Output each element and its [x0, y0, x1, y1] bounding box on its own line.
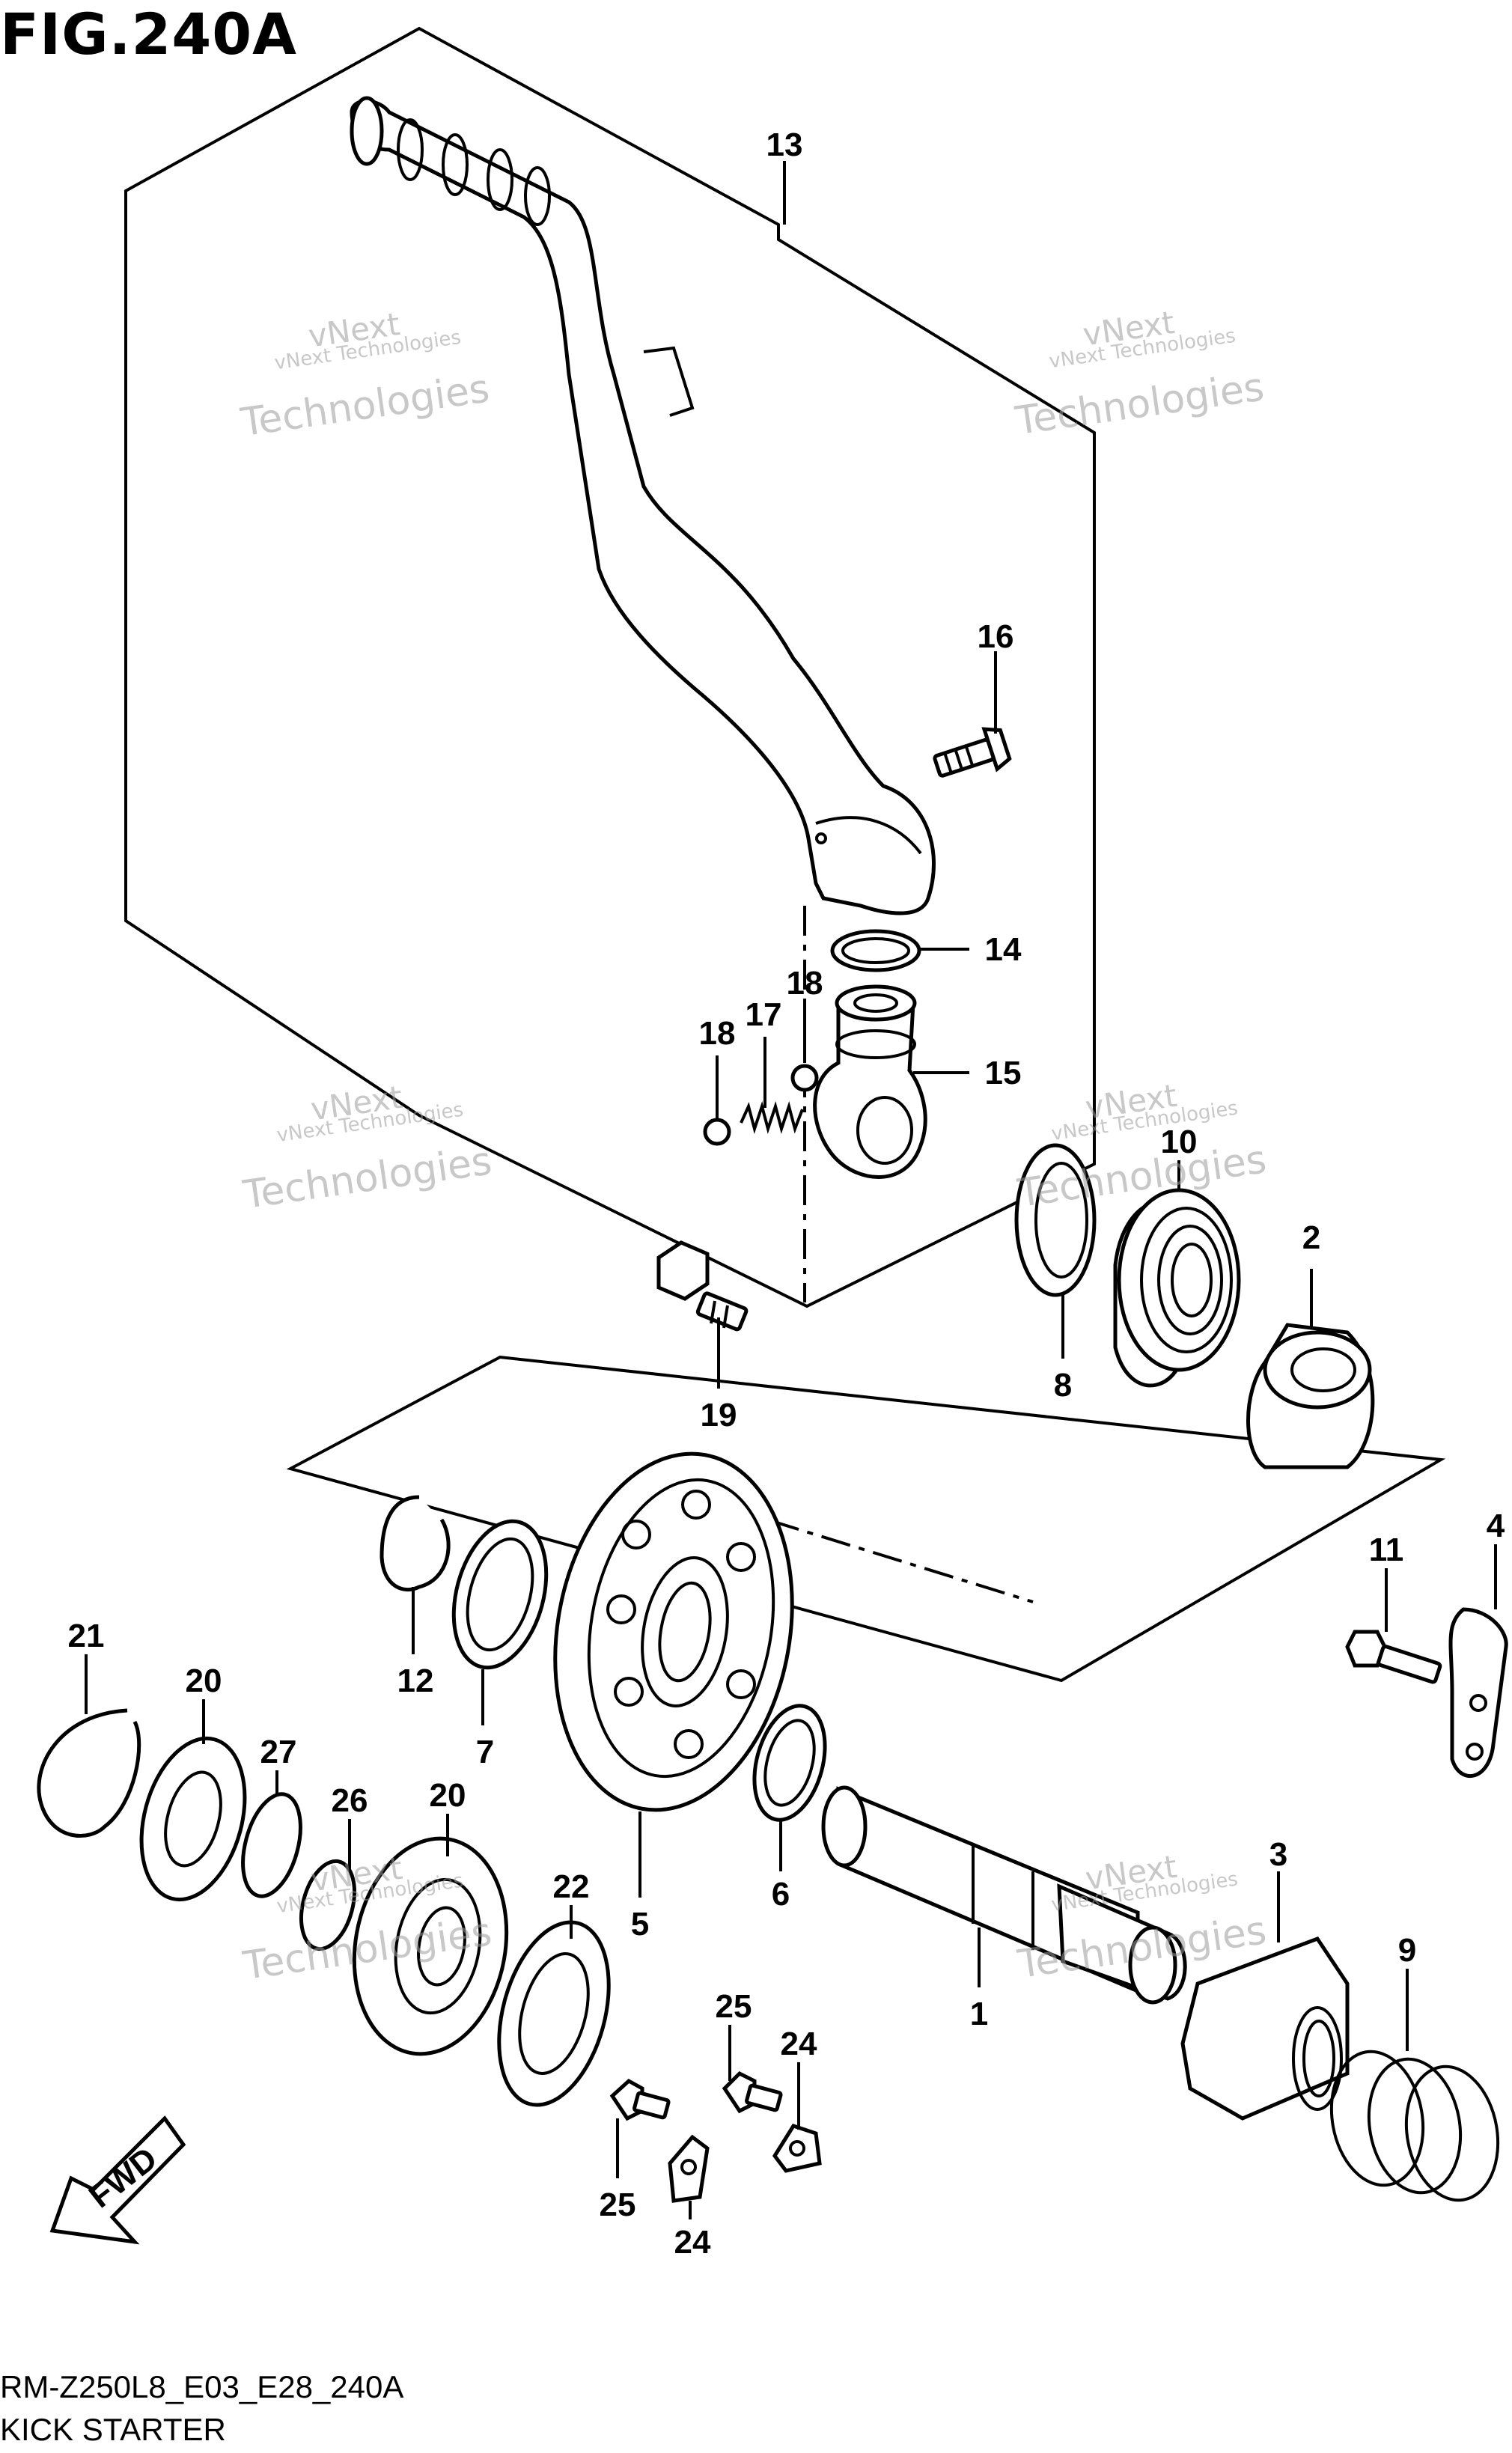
o-ring — [830, 929, 921, 972]
watermark-text: Technologies — [240, 1139, 494, 1218]
lever-bolt — [933, 727, 1012, 778]
figure-code: RM-Z250L8_E03_E28_240A — [0, 2369, 404, 2404]
callout-6: 6 — [772, 1876, 790, 1913]
callout-19: 19 — [701, 1397, 737, 1433]
steel-ball-lower — [703, 1118, 731, 1146]
watermark-middle-right: vNext Technologies vNext Technologies — [1014, 1077, 1269, 1216]
watermark-middle-left: vNext Technologies vNext Technologies — [240, 1079, 494, 1218]
callout-22: 21 — [68, 1618, 105, 1654]
shaft-washer — [752, 1704, 827, 1822]
stopper-screw-right — [722, 2070, 783, 2114]
large-circlip — [37, 1708, 141, 1838]
callout-20: 20 — [186, 1663, 222, 1699]
ratchet-spring — [1329, 2050, 1500, 2202]
callout-23: 22 — [553, 1868, 590, 1905]
detent-spring — [740, 1101, 804, 1134]
callout-24-upper: 24 — [781, 2026, 817, 2062]
callout-16: 16 — [978, 618, 1014, 655]
idler-washer — [299, 1859, 356, 1951]
retainer-plate — [139, 1736, 247, 1902]
thrust-washer — [451, 1519, 549, 1670]
kick-starter-shaft — [821, 1785, 1187, 2005]
watermark-text: Technologies — [237, 366, 492, 445]
kick-starter-ratchet — [1180, 1936, 1350, 2121]
callout-25-lower: 25 — [600, 2187, 636, 2223]
callout-3: 3 — [1269, 1836, 1287, 1873]
watermark-top-right: vNext Technologies vNext Technologies — [1012, 304, 1266, 444]
callout-14: 14 — [985, 931, 1022, 968]
kick-starter-spring — [1113, 1188, 1241, 1388]
callout-15: 15 — [985, 1055, 1022, 1091]
kick-starter-drive-gear — [553, 1451, 794, 1812]
callout-26: 26 — [332, 1782, 368, 1819]
callout-2: 2 — [1302, 1219, 1320, 1256]
callout-8: 8 — [1054, 1367, 1072, 1404]
callout-numbers: 13 16 14 15 17 18 18 19 8 10 2 11 4 12 7… — [68, 127, 1505, 2261]
callout-9: 9 — [1398, 1932, 1416, 1969]
snap-ring — [241, 1792, 302, 1898]
stopper-plate — [1448, 1607, 1508, 1779]
callout-24-lower: 24 — [674, 2224, 711, 2261]
callout-18-lower: 18 — [699, 1015, 736, 1052]
callout-27: 27 — [260, 1734, 297, 1770]
oil-seal — [1014, 1143, 1097, 1297]
circlip — [379, 1495, 451, 1592]
callout-4: 4 — [1487, 1508, 1505, 1544]
callout-7: 7 — [476, 1734, 494, 1770]
callout-5: 5 — [631, 1906, 649, 1942]
watermark-text: Technologies — [1012, 365, 1266, 444]
idler-bearing — [497, 1920, 611, 2107]
callout-17: 17 — [746, 996, 782, 1033]
callout-13: 13 — [766, 127, 803, 163]
callout-18-upper: 18 — [787, 965, 823, 1002]
steel-ball-upper — [790, 1064, 819, 1092]
callout-25-upper: 25 — [716, 1988, 752, 2025]
figure-name: KICK STARTER — [0, 2412, 226, 2447]
callout-1: 1 — [970, 1996, 988, 2032]
kick-boss — [813, 984, 927, 1179]
fwd-direction-badge: FWD — [49, 2115, 186, 2245]
leader-lines — [85, 161, 1497, 2219]
kick-starter-idle-gear — [352, 1836, 509, 2056]
callout-11: 11 — [1369, 1532, 1404, 1568]
figure-title: FIG.240A — [0, 1, 297, 67]
kick-starter-lever — [350, 96, 936, 915]
kick-lever-assembly-frame — [124, 26, 1096, 1308]
callout-21: 20 — [430, 1777, 466, 1814]
stopper-screw-left — [609, 2078, 671, 2121]
stopper-plate-right — [772, 2124, 822, 2173]
guide-bolt — [1345, 1630, 1442, 1684]
callout-10: 10 — [1161, 1124, 1198, 1160]
kick-lever-bolt — [656, 1240, 749, 1332]
stopper-plate-left — [668, 2134, 710, 2203]
watermark-top-left: vNext Technologies vNext Technologies — [237, 305, 492, 445]
spring-guide — [1246, 1323, 1375, 1469]
kick-shaft-assembly-frame — [286, 1355, 1446, 1683]
callout-12: 12 — [397, 1663, 434, 1699]
